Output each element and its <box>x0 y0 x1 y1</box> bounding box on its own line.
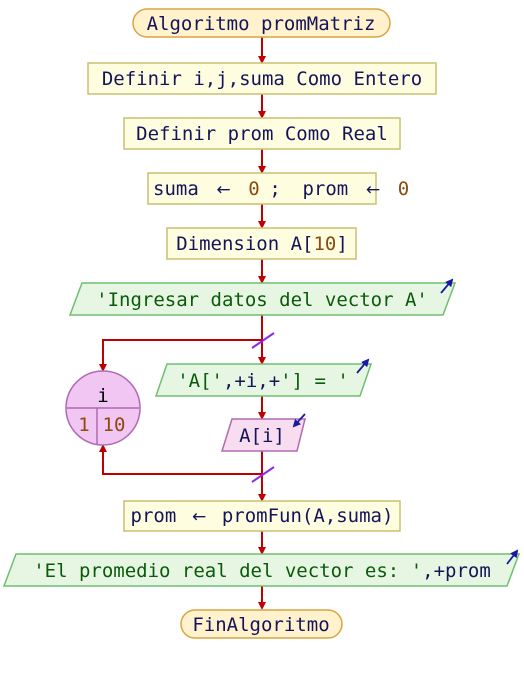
start-terminal-label: Algoritmo promMatriz <box>147 13 376 35</box>
compute-average-process[interactable]: prom ← promFun(A,suma) <box>123 500 401 532</box>
loop-return-line <box>99 444 262 475</box>
loop-end-value: 10 <box>103 414 126 436</box>
define-real-process[interactable]: Definir prom Como Real <box>123 117 401 150</box>
assign-var-prom: prom <box>302 178 348 200</box>
loop-entry-cross-tick <box>251 332 275 349</box>
initialize-assignment-text: suma ← 0 ; prom ← 0 <box>153 178 409 200</box>
output-average-result-str: 'El promedio real del vector es: ' <box>33 560 422 582</box>
output-indicator-arrow-icon <box>506 549 519 565</box>
output-element-prompt[interactable]: 'A[',+i,+'] = ' <box>154 358 373 397</box>
dimension-prefix: Dimension A[ <box>176 233 313 255</box>
define-integers-process[interactable]: Definir i,j,suma Como Entero <box>87 62 437 95</box>
output-indicator-arrow-icon <box>440 278 454 294</box>
compute-average-var: prom <box>131 505 177 527</box>
dimension-suffix: ] <box>336 233 347 255</box>
output-indicator-arrow-icon <box>356 358 370 374</box>
dimension-process[interactable]: Dimension A[10] <box>166 227 357 260</box>
loop-entry-line <box>99 339 262 372</box>
assign-var-suma: suma <box>153 178 199 200</box>
output-element-prompt-text: 'A[',+i,+'] = ' <box>177 370 349 392</box>
output-ingresar-datos-label: 'Ingresar datos del vector A' <box>96 289 428 311</box>
output-ingresar-datos[interactable]: 'Ingresar datos del vector A' <box>68 278 457 316</box>
assign-separator: ; <box>269 178 280 200</box>
compute-average-text: prom ← promFun(A,suma) <box>131 505 394 527</box>
initialize-assignment-process[interactable]: suma ← 0 ; prom ← 0 <box>147 172 409 205</box>
loop-variable: i <box>97 385 108 407</box>
input-read-element[interactable]: A[i] <box>220 413 306 452</box>
define-real-label: Definir prom Como Real <box>136 123 388 145</box>
output-average-result[interactable]: 'El promedio real del vector es: ',+prom <box>2 549 521 587</box>
output-element-prompt-concat: ,+i,+ <box>223 370 280 392</box>
input-read-element-label: A[i] <box>239 425 285 447</box>
flow-connectors <box>99 37 275 610</box>
input-indicator-arrow-icon <box>292 413 306 428</box>
dimension-size: 10 <box>313 233 336 255</box>
define-integers-label: Definir i,j,suma Como Entero <box>102 68 422 90</box>
assign-arrow-2: ← <box>366 180 380 200</box>
end-terminal[interactable]: FinAlgoritmo <box>180 609 343 639</box>
assign-value-1: 0 <box>248 178 259 200</box>
start-terminal[interactable]: Algoritmo promMatriz <box>132 8 391 38</box>
output-average-result-concat: ,+prom <box>422 560 491 582</box>
loop-start-value: 1 <box>78 414 89 436</box>
for-loop-node[interactable]: i 1 10 <box>65 370 141 446</box>
assign-value-2: 0 <box>398 178 409 200</box>
loop-exit-cross-tick <box>251 466 275 483</box>
compute-average-arrow: ← <box>192 507 206 527</box>
assign-arrow-1: ← <box>216 180 230 200</box>
output-element-prompt-str1: 'A[' <box>177 370 223 392</box>
dimension-text: Dimension A[10] <box>176 233 348 255</box>
output-element-prompt-str2: '] = ' <box>280 370 349 392</box>
output-average-result-text: 'El promedio real del vector es: ',+prom <box>33 560 491 582</box>
compute-average-expr: promFun(A,suma) <box>222 505 394 527</box>
end-terminal-label: FinAlgoritmo <box>192 614 329 636</box>
